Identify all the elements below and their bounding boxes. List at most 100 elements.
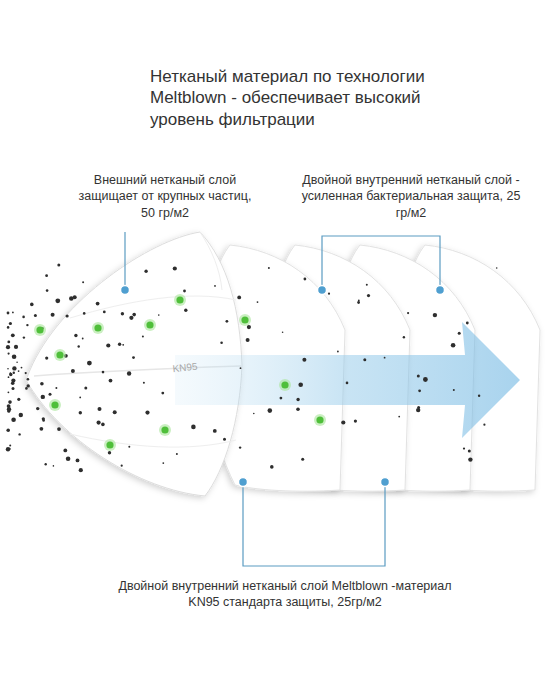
- dust-particle: [453, 389, 455, 391]
- dust-particle: [121, 465, 123, 467]
- dust-particle: [9, 445, 11, 447]
- dust-particle: [433, 313, 437, 317]
- dust-particle: [13, 372, 15, 374]
- callout-text: Двойной внутренний нетканый слой - усиле…: [296, 172, 526, 221]
- dust-particle: [246, 338, 250, 342]
- dust-particle: [87, 361, 92, 366]
- dust-particle: [27, 384, 30, 387]
- dust-particle: [79, 397, 81, 399]
- dust-particle: [76, 459, 80, 463]
- dust-particle: [40, 427, 44, 431]
- dust-particle: [41, 395, 45, 399]
- dust-particle: [12, 366, 16, 370]
- leader-dot: [239, 478, 248, 487]
- dust-particle: [398, 416, 400, 418]
- dust-particle: [108, 451, 111, 454]
- dust-particle: [384, 357, 386, 359]
- dust-particle: [337, 351, 339, 353]
- dust-particle: [237, 296, 241, 300]
- dust-particle: [118, 343, 121, 346]
- dust-particle: [82, 281, 84, 283]
- dust-particle: [7, 341, 10, 344]
- dust-particle: [418, 389, 421, 392]
- dust-particle: [57, 427, 61, 431]
- dust-particle: [363, 358, 366, 361]
- dust-particle: [298, 382, 303, 387]
- mask-edge-seam: [200, 232, 222, 290]
- dust-particle: [357, 301, 360, 304]
- dust-particle: [173, 266, 177, 270]
- dust-particle: [122, 344, 124, 346]
- dust-particle: [17, 398, 20, 401]
- dust-particle: [40, 382, 44, 386]
- dust-particle: [468, 457, 472, 461]
- dust-particle: [78, 345, 80, 347]
- dust-particle: [63, 449, 67, 453]
- dust-particle: [257, 301, 259, 303]
- dust-particle: [11, 333, 15, 337]
- dust-particle: [296, 407, 300, 411]
- dust-particle: [113, 410, 117, 414]
- dust-particle: [7, 368, 9, 370]
- dust-particle: [103, 311, 106, 314]
- dust-particle: [176, 453, 178, 455]
- dust-particle: [132, 356, 135, 359]
- dust-particle: [12, 387, 15, 390]
- dust-particle: [7, 326, 10, 329]
- dust-particle: [346, 382, 349, 385]
- leader-dot: [121, 286, 130, 295]
- dust-particle: [55, 387, 57, 389]
- dust-particle: [6, 429, 10, 433]
- dust-particle: [18, 370, 20, 372]
- dust-particle: [12, 312, 14, 314]
- dust-particle: [96, 302, 100, 306]
- particles: [6, 264, 498, 473]
- leader-dot: [381, 478, 390, 487]
- dust-particle: [223, 438, 226, 441]
- virus-particle: [104, 439, 116, 451]
- dust-particle: [49, 393, 52, 396]
- dust-particle: [27, 378, 30, 381]
- dust-particle: [341, 420, 345, 424]
- dust-particle: [162, 462, 164, 464]
- dust-particle: [21, 367, 23, 369]
- dust-particle: [6, 345, 10, 349]
- dust-particle: [403, 336, 405, 338]
- dust-particle: [191, 425, 196, 430]
- dust-particle: [19, 413, 23, 417]
- dust-particle: [478, 395, 480, 397]
- dust-particle: [66, 456, 71, 461]
- dust-particle: [463, 448, 465, 450]
- dust-particle: [45, 274, 48, 277]
- dust-particle: [83, 312, 86, 315]
- dust-particle: [36, 407, 39, 410]
- dust-particle: [7, 312, 10, 315]
- dust-particle: [423, 377, 428, 382]
- dust-particle: [7, 391, 9, 393]
- dust-particle: [354, 420, 357, 423]
- dust-particle: [132, 313, 136, 317]
- dust-particle: [79, 411, 82, 414]
- dust-particle: [220, 342, 223, 345]
- dust-particle: [416, 408, 420, 412]
- dust-particle: [161, 392, 164, 395]
- dust-particle: [25, 387, 28, 390]
- virus-particle: [144, 319, 156, 331]
- airflow-arrow: [175, 322, 520, 438]
- dust-particle: [69, 296, 74, 301]
- dust-particle: [407, 312, 409, 314]
- dust-particle: [109, 379, 113, 383]
- dust-particle: [106, 343, 110, 347]
- dust-particle: [9, 448, 11, 450]
- dust-particle: [468, 450, 471, 453]
- bracket-line: [243, 482, 385, 566]
- dust-particle: [358, 300, 360, 302]
- dust-particle: [8, 353, 10, 355]
- dust-particle: [280, 397, 283, 400]
- virus-particle: [239, 314, 251, 326]
- dust-particle: [53, 465, 55, 467]
- dust-particle: [23, 336, 25, 338]
- mask-fold: [70, 296, 236, 318]
- dust-particle: [14, 345, 18, 349]
- mask-fold: [70, 434, 236, 447]
